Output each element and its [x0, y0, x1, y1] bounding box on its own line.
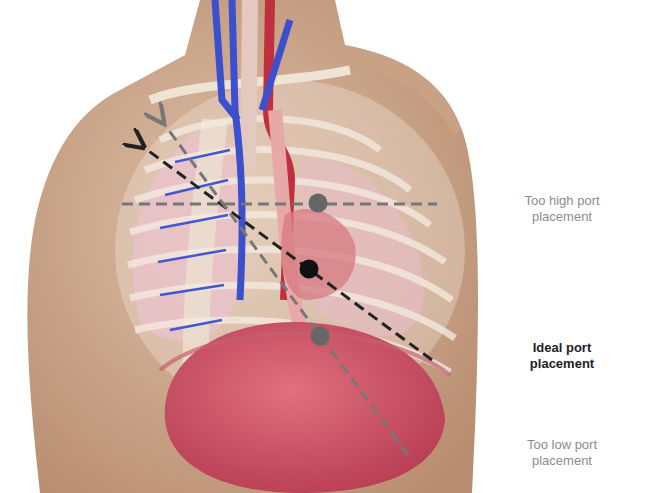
- placement-label: Too high port placement: [502, 193, 622, 225]
- intercostal-veins: [158, 150, 230, 330]
- diaphragm: [160, 333, 450, 375]
- trachea: [248, 0, 250, 170]
- heart: [281, 209, 356, 300]
- too-low-line: [162, 121, 408, 455]
- too-high-line: [122, 203, 437, 206]
- too-high-port: [309, 194, 328, 213]
- ideal-line: [142, 146, 432, 360]
- too-low-port: [311, 327, 330, 346]
- placement-label: Ideal port placement: [502, 340, 622, 372]
- placement-label: Too low port placement: [502, 437, 622, 469]
- torso-body: [27, 0, 478, 493]
- ideal-port: [300, 260, 319, 279]
